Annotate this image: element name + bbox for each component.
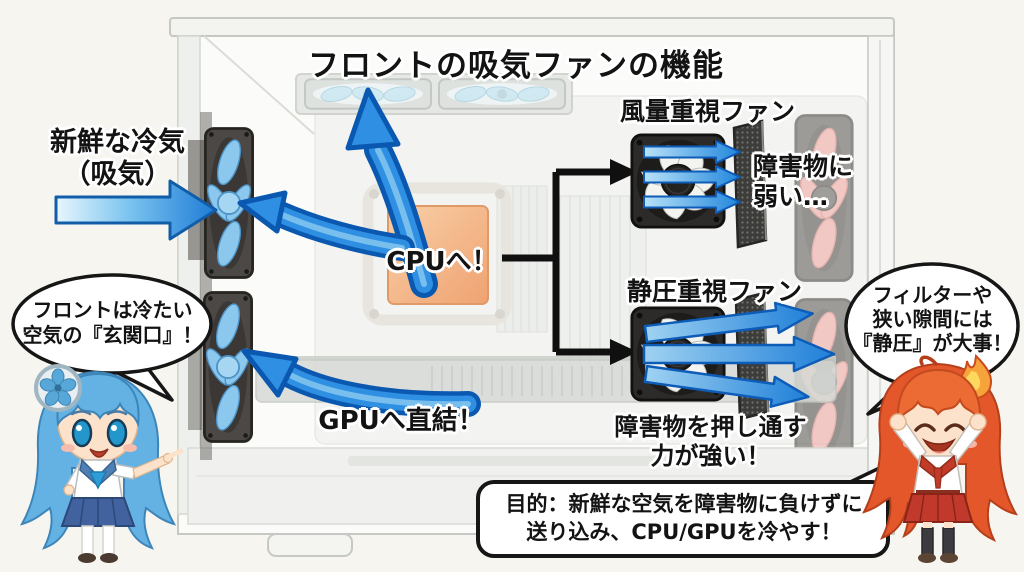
bubble-right-line3: 『静圧』が大事！ bbox=[852, 331, 1013, 355]
pressure-fan-note-line1: 障害物を押し通す bbox=[614, 413, 807, 441]
closed-happy-eyes bbox=[914, 423, 966, 432]
case-foot-left bbox=[267, 533, 353, 557]
diagram-title: フロントの吸気ファンの機能 bbox=[308, 48, 724, 84]
bubble-right-text: フィルターや 狭い隙間には 『静圧』が大事！ bbox=[845, 283, 1020, 355]
arrow-to-top-fans bbox=[345, 87, 438, 298]
gpu-label: GPUへ直結！ bbox=[318, 406, 484, 436]
bubble-right-line1: フィルターや bbox=[872, 283, 993, 307]
bubble-left-line2: 空気の『玄関口』！ bbox=[22, 323, 203, 347]
pressure-fan-note: 障害物を押し通す 力が強い！ bbox=[608, 413, 813, 471]
character-red-girl bbox=[862, 353, 1019, 563]
arrowhead-to-airflow-fan bbox=[610, 159, 638, 185]
cpu-branch-connector bbox=[502, 168, 612, 356]
arrow-to-front-fan-bottom bbox=[241, 348, 481, 418]
arrow-to-front-fan-top bbox=[237, 190, 415, 261]
cpu-label: CPUへ！ bbox=[386, 247, 498, 277]
purpose-text: 目的：新鮮な空気を障害物に負けずに 送り込み、CPU/GPUを冷やす！ bbox=[488, 490, 880, 546]
intake-label-line1: 新鮮な冷気 bbox=[50, 127, 185, 158]
airflow-arrows-blocked bbox=[643, 140, 741, 214]
pressure-fan-title: 静圧重視ファン bbox=[626, 277, 802, 306]
intake-label: 新鮮な冷気 （吸気） bbox=[30, 127, 205, 191]
eyes bbox=[71, 418, 128, 448]
pressure-fan-note-line2: 力が強い！ bbox=[650, 442, 771, 470]
pressure-arrows-through bbox=[642, 301, 836, 408]
arrowhead-to-pressure-fan bbox=[610, 339, 638, 365]
front-panel bbox=[177, 35, 201, 515]
bubble-left-line1: フロントは冷たい bbox=[32, 298, 193, 322]
purpose-line2: 送り込み、CPU/GPUを冷やす！ bbox=[526, 520, 842, 544]
character-blue-girl bbox=[19, 364, 184, 563]
airflow-fan-title: 風量重視ファン bbox=[619, 97, 795, 126]
bubble-left-text: フロントは冷たい 空気の『玄関口』！ bbox=[20, 298, 205, 348]
intake-arrow bbox=[54, 179, 218, 241]
fan-hair-ornament bbox=[34, 364, 82, 412]
airflow-fan-note-line2: 弱い… bbox=[753, 182, 829, 211]
airflow-fan-note: 障害物に 弱い… bbox=[753, 152, 853, 212]
purpose-line1: 目的：新鮮な空気を障害物に負けずに bbox=[505, 492, 863, 516]
bubble-right-line2: 狭い隙間には bbox=[872, 307, 993, 331]
airflow-fan-illustration bbox=[630, 119, 768, 249]
intake-label-line2: （吸気） bbox=[63, 159, 172, 190]
speech-bubble-left bbox=[11, 273, 213, 402]
airflow-fan-note-line1: 障害物に bbox=[753, 152, 854, 181]
